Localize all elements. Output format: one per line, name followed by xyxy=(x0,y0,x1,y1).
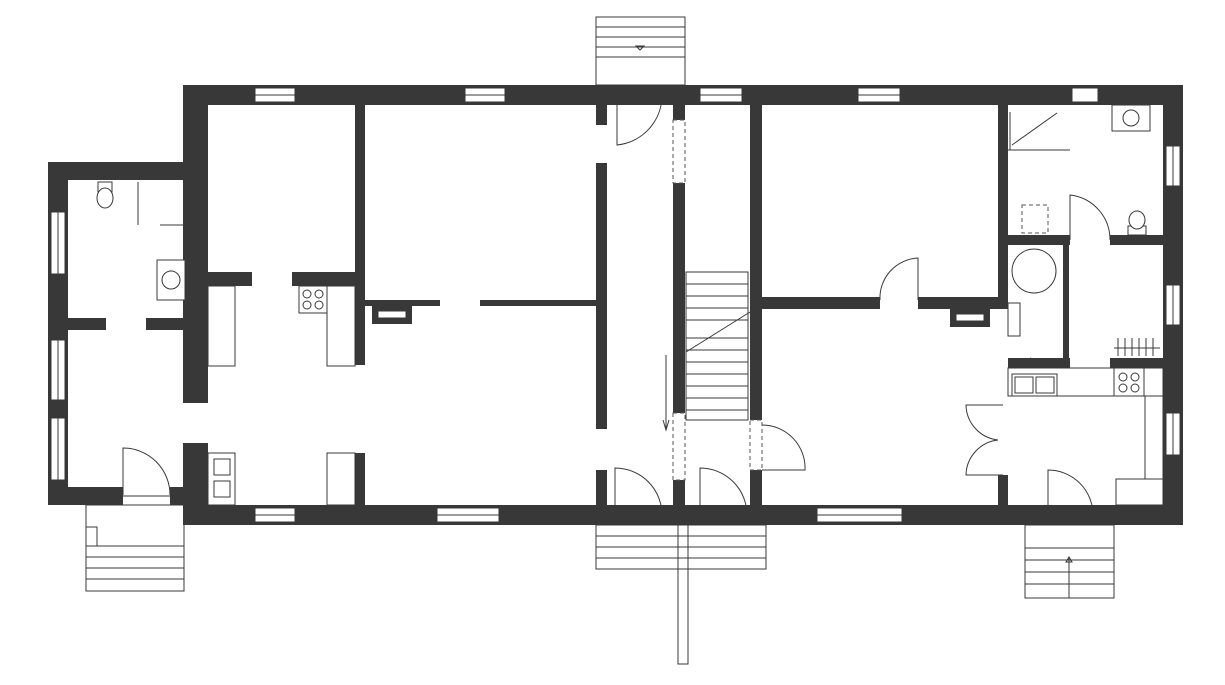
wall-stub-a xyxy=(208,272,252,286)
wall-corridor-east-bot xyxy=(750,470,762,505)
wall-annex-south xyxy=(48,487,123,505)
door-swing-icon xyxy=(1047,469,1094,516)
shower-icon xyxy=(1008,112,1070,151)
radiator-icon xyxy=(372,306,412,324)
door-swing-icon xyxy=(761,424,806,471)
wall-kitchen-north xyxy=(1008,358,1070,368)
wall-bath-south-b xyxy=(1110,235,1163,245)
door-swing-icon xyxy=(965,439,1003,476)
wall-thin-hall-b xyxy=(480,300,598,306)
wall-corridor-west-bot xyxy=(673,480,685,525)
door-swing-icon xyxy=(614,467,663,516)
counter xyxy=(1144,395,1164,480)
washbasin-icon xyxy=(156,259,186,301)
wall-bath-west-low xyxy=(998,475,1008,505)
stairs-icon xyxy=(662,271,751,432)
fixtures xyxy=(96,104,1164,506)
counter xyxy=(207,285,236,367)
toilet-icon xyxy=(96,181,114,209)
toilet-icon xyxy=(1127,210,1147,236)
counter xyxy=(1007,302,1021,337)
door-swing-icon xyxy=(616,94,663,146)
door-swing-icon xyxy=(1069,194,1111,241)
door-swing-icon xyxy=(122,447,171,496)
wall-west-main xyxy=(183,85,208,403)
sink-icon xyxy=(1011,373,1058,397)
wall-annex-north xyxy=(48,162,208,180)
wall-stub-b xyxy=(292,272,355,286)
stove-icon xyxy=(298,285,328,314)
counter xyxy=(326,452,356,506)
interior-walls xyxy=(68,85,1163,525)
wall-corridor-west xyxy=(673,85,685,120)
wall-west-main-lower xyxy=(183,443,208,525)
wall-partition-2-top xyxy=(596,105,607,125)
wall-annex-south-b xyxy=(170,487,208,505)
stove-icon xyxy=(1113,367,1145,397)
door-swing-icon xyxy=(699,467,748,516)
wall-kitchen-north-b xyxy=(1110,358,1163,368)
door-swing-icon xyxy=(965,404,1003,441)
wall-annex-partition-a xyxy=(68,318,106,330)
window xyxy=(1071,87,1099,103)
windows xyxy=(50,87,1181,523)
wall-partition-2-bot xyxy=(596,470,607,505)
radiator-icon xyxy=(950,309,990,327)
counter xyxy=(1115,478,1164,506)
wall-bath-south xyxy=(1008,235,1070,245)
wall-room-divider-b xyxy=(918,297,1008,309)
wall-bath-west xyxy=(998,105,1008,303)
wall-corridor-west-mid xyxy=(673,183,685,413)
wall-partition-1-lower xyxy=(355,453,365,505)
wall-thin-hall xyxy=(365,300,440,306)
wall-partition-1 xyxy=(355,105,365,365)
counter xyxy=(326,285,356,367)
door-swing-icon xyxy=(879,257,919,301)
bathtub-icon xyxy=(1011,248,1057,294)
wall-room-divider xyxy=(762,297,880,309)
doors xyxy=(122,85,1111,516)
exterior-steps xyxy=(85,16,1115,665)
washbasin-icon xyxy=(1111,104,1151,132)
wall-corridor-east xyxy=(750,105,762,420)
wall-partition-2 xyxy=(596,163,607,429)
wall-utility xyxy=(1063,245,1069,358)
door-swing-icon xyxy=(1029,318,1067,363)
wall-annex-partition-b xyxy=(146,318,186,330)
radiator-icon xyxy=(1114,338,1160,356)
